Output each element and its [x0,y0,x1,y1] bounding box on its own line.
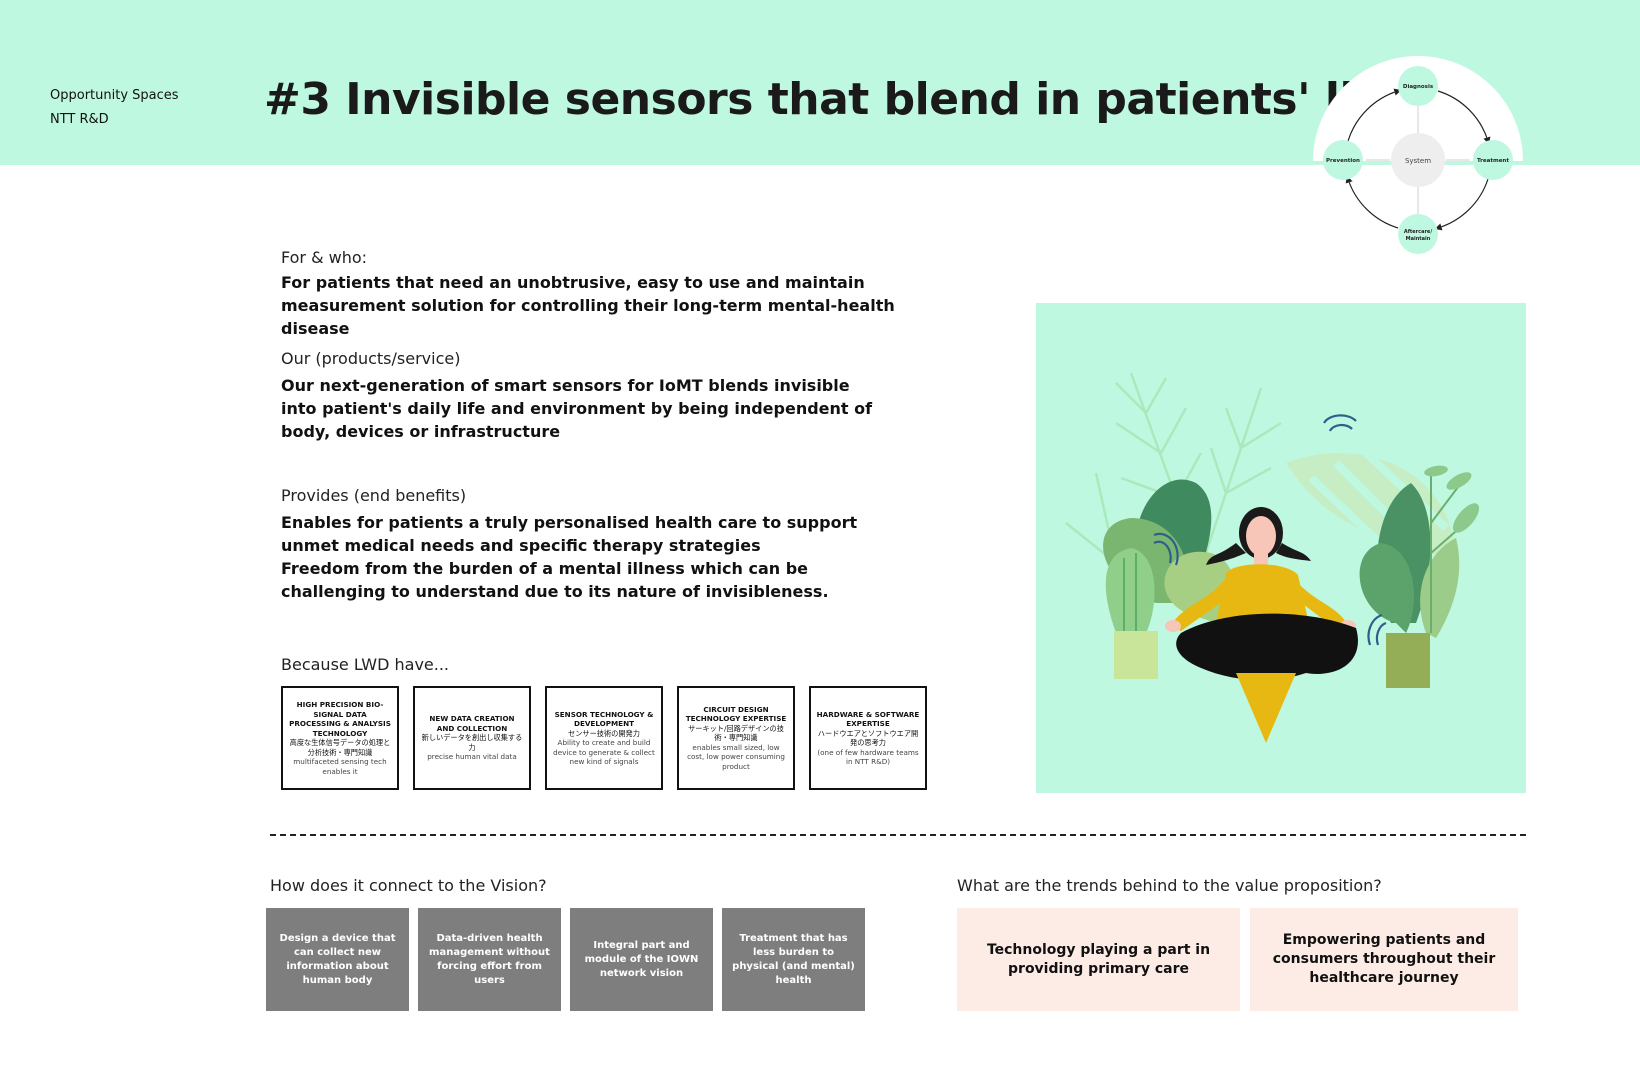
trend-card: Empowering patients and consumers throug… [1250,908,1518,1011]
for-who-label: For & who: [281,248,368,267]
capability-title: SENSOR TECHNOLOGY & DEVELOPMENT [554,709,654,729]
capability-sub: (one of few hardware teams in NTT R&D) [817,747,919,767]
capability-jp: センサー技術の開発力 [568,728,640,738]
cycle-node-aftercare [1398,214,1438,254]
section-divider [270,834,1526,836]
illustration-panel [1036,303,1526,793]
capability-card: SENSOR TECHNOLOGY & DEVELOPMENT センサー技術の開… [545,686,663,790]
header-meta: Opportunity Spaces NTT R&D [50,84,179,132]
cycle-label-diagnosis: Diagnosis [1403,84,1434,90]
capability-jp: 高度な生体信号データの処理と分析技術・専門知識 [289,738,391,757]
cycle-arrow-4 [1347,88,1402,142]
care-cycle-diagram: System Diagnosis Treatment Aftercare/ Ma… [1313,56,1523,254]
for-who-paragraph: For patients that need an unobtrusive, e… [281,273,895,338]
capability-card: HARDWARE & SOFTWARE EXPERTISE ハードウエアとソフト… [809,686,927,790]
vision-card: Design a device that can collect new inf… [266,908,409,1011]
capability-title: HARDWARE & SOFTWARE EXPERTISE [816,709,920,729]
capability-sub: enables small sized, low cost, low power… [687,742,785,771]
cycle-node-diagnosis [1398,66,1438,106]
category-label: Opportunity Spaces [50,88,179,103]
cycle-center-label: System [1405,157,1431,165]
capability-sub: multifaceted sensing tech enables it [293,757,387,776]
our-paragraph: Our next-generation of smart sensors for… [281,376,873,441]
cycle-node-prevention [1323,140,1363,180]
for-who-text: For patients that need an unobtrusive, e… [281,271,901,340]
left-pot [1114,631,1158,679]
cycle-center-node [1391,133,1445,187]
vision-card: Treatment that has less burden to physic… [722,908,865,1011]
cycle-label-treatment: Treatment [1477,158,1509,164]
provides-line-1: Enables for patients a truly personalise… [281,513,858,555]
because-label: Because LWD have... [281,655,450,674]
capability-title: HIGH PRECISION BIO-SIGNAL DATA PROCESSIN… [289,700,391,738]
capability-jp: ハードウエアとソフトウエア開発の思考力 [817,728,919,748]
our-text: Our next-generation of smart sensors for… [281,374,881,443]
right-pot [1386,633,1430,688]
cycle-label-prevention: Prevention [1326,158,1360,164]
capability-jp: 新しいデータを創出し収集する力 [421,733,523,752]
cycle-arrow-3 [1345,175,1399,229]
our-label: Our (products/service) [281,349,461,368]
trend-card: Technology playing a part in providing p… [957,908,1240,1011]
cycle-label-aftercare-1: Aftercare/ [1404,229,1432,235]
capability-card: CIRCUIT DESIGN TECHNOLOGY EXPERTISE サーキッ… [677,686,795,790]
vision-row: Design a device that can collect new inf… [266,908,865,1011]
capability-row: HIGH PRECISION BIO-SIGNAL DATA PROCESSIN… [281,686,927,790]
capability-card: HIGH PRECISION BIO-SIGNAL DATA PROCESSIN… [281,686,399,790]
capability-title: CIRCUIT DESIGN TECHNOLOGY EXPERTISE [685,704,787,724]
capability-sub: precise human vital data [427,752,517,762]
meditating-woman-illustration [1065,372,1480,743]
capability-jp: サーキット/回路デザインの技術・専門知識 [688,723,784,743]
cycle-arrow-1 [1437,90,1491,145]
vision-question: How does it connect to the Vision? [270,876,547,895]
cycle-arrow-2 [1434,178,1489,231]
trends-row: Technology playing a part in providing p… [957,908,1518,1011]
trends-question: What are the trends behind to the value … [957,876,1382,895]
provides-text: Enables for patients a truly personalise… [281,511,881,603]
vision-card: Integral part and module of the IOWN net… [570,908,713,1011]
vision-card: Data-driven health management without fo… [418,908,561,1011]
capability-sub: Ability to create and build device to ge… [553,738,655,766]
provides-label: Provides (end benefits) [281,486,467,505]
cycle-node-treatment [1473,140,1513,180]
page-title: #3 Invisible sensors that blend in patie… [264,74,1403,125]
provides-line-2: Freedom from the burden of a mental illn… [281,559,829,601]
cycle-label-aftercare-2: Maintain [1406,236,1431,242]
capability-title: NEW DATA CREATION AND COLLECTION [429,714,515,733]
capability-card: NEW DATA CREATION AND COLLECTION 新しいデータを… [413,686,531,790]
organization-label: NTT R&D [50,112,109,127]
